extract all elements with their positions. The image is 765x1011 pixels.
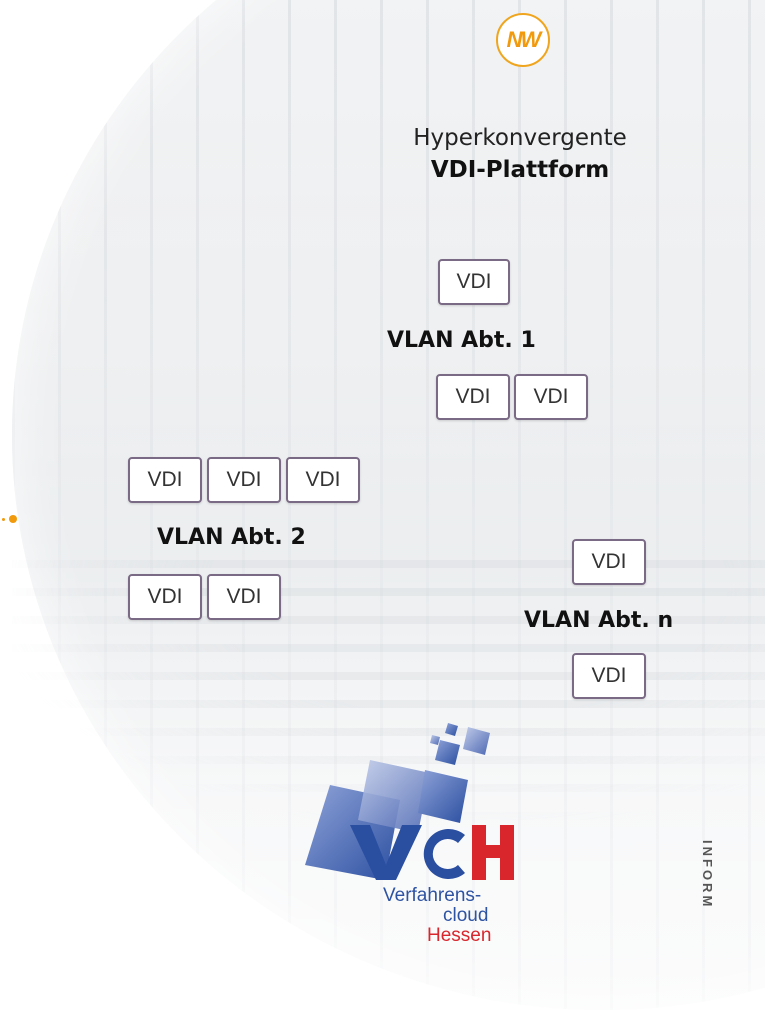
connector-dot-small — [2, 518, 5, 521]
vch-letter-v — [350, 825, 422, 880]
vch-square-small-1 — [435, 740, 460, 765]
vch-text-line3: Hessen — [427, 925, 492, 946]
vch-letter-c — [423, 829, 465, 879]
vch-text-line1: Verfahrens- — [383, 885, 482, 906]
connector-dot — [9, 515, 17, 523]
vdi-box: VDI — [207, 457, 281, 503]
vch-logo-graphic — [305, 723, 514, 880]
nw-logo: NW — [496, 13, 550, 67]
title-line1: Hyperkonvergente — [413, 125, 627, 151]
vdi-box: VDI — [438, 259, 510, 305]
vdi-box: VDI — [572, 539, 646, 585]
vch-text-line2: cloud — [443, 905, 489, 926]
vdi-box: VDI — [436, 374, 510, 420]
vdi-box: VDI — [514, 374, 588, 420]
vdi-box: VDI — [128, 457, 202, 503]
vdi-box: VDI — [286, 457, 360, 503]
vch-square-small-2 — [463, 727, 490, 755]
vch-square-tiny-2 — [430, 735, 440, 745]
nw-logo-text: NW — [506, 27, 542, 52]
side-label: INFORM — [700, 840, 715, 910]
vlan-label-abt-1: VLAN Abt. 1 — [387, 328, 536, 353]
vlan-label-abt-n: VLAN Abt. n — [524, 608, 674, 633]
vch-square-right — [418, 770, 468, 823]
vdi-box: VDI — [207, 574, 281, 620]
vch-letter-h — [472, 825, 514, 880]
vch-square-medium — [358, 760, 430, 833]
vch-square-tiny — [445, 723, 458, 736]
vdi-box: VDI — [572, 653, 646, 699]
vdi-box: VDI — [128, 574, 202, 620]
title-line2: VDI-Plattform — [430, 157, 610, 183]
vlan-label-abt-2: VLAN Abt. 2 — [157, 525, 306, 550]
